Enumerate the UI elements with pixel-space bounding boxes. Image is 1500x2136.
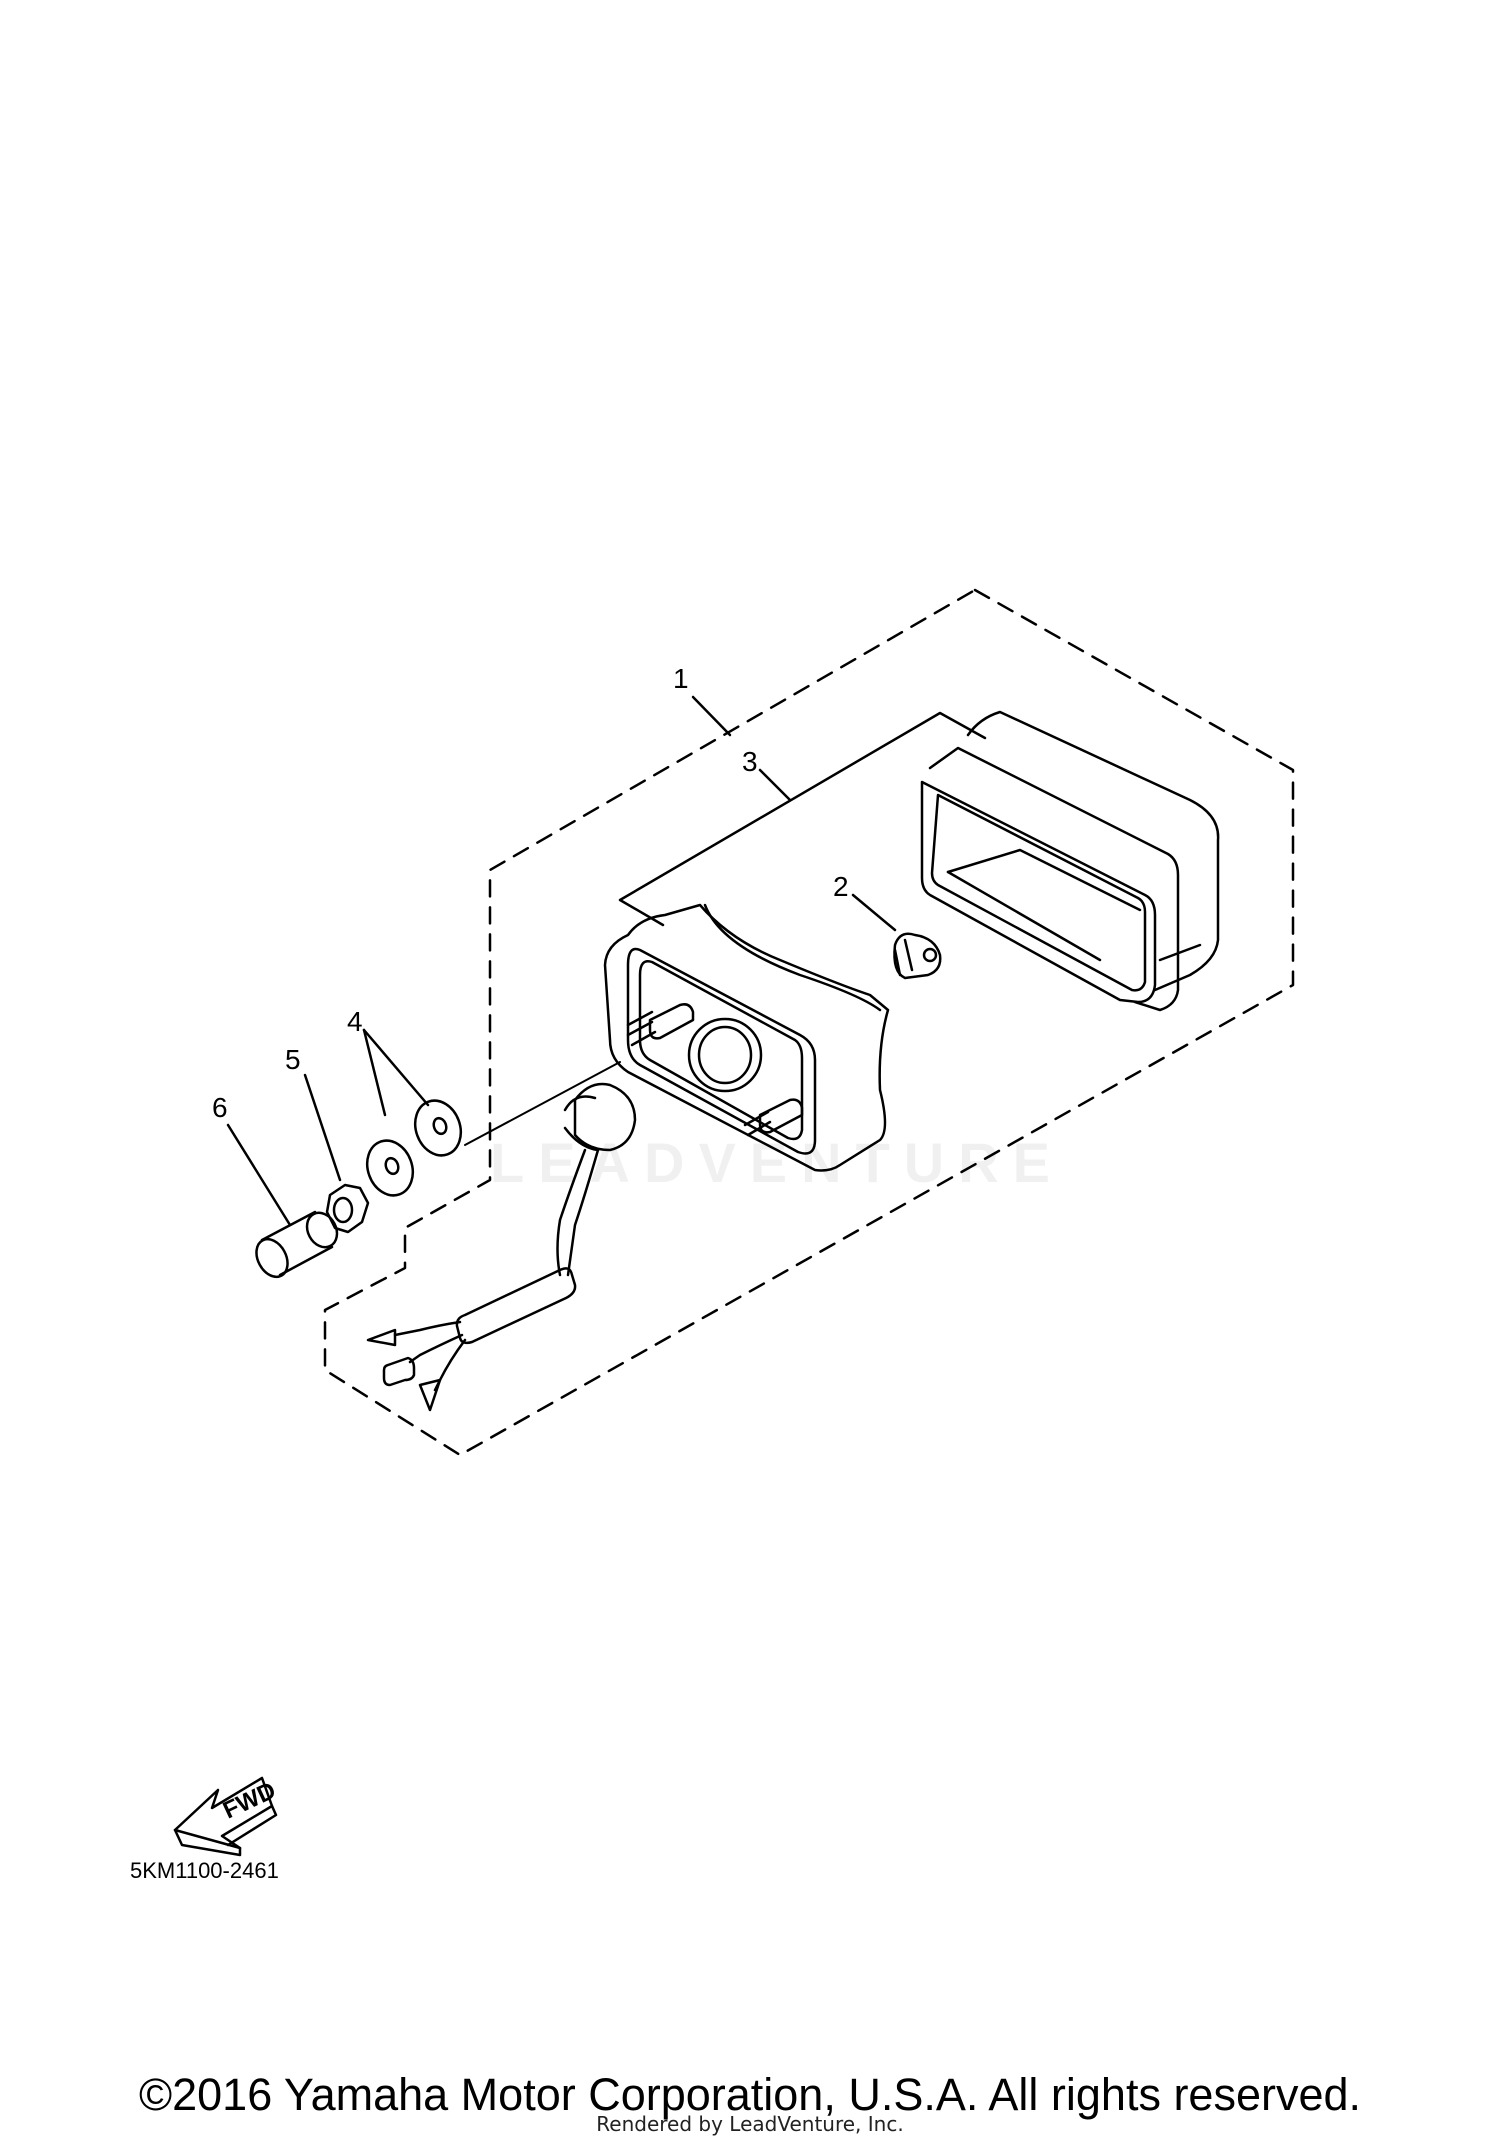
socket-harness [366,1082,637,1412]
rendered-by-notice: Rendered by LeadVenture, Inc. [596,2112,904,2136]
callout-2: 2 [833,871,849,902]
callout-6: 6 [212,1092,228,1123]
fwd-arrow-icon [173,1776,278,1857]
leader-4b [362,1028,430,1107]
mounting-axis [464,1061,621,1146]
washer-2 [365,1139,415,1197]
watermark: LEADVENTURE [490,1131,1065,1194]
tail-lens [920,710,1220,1012]
leader-1 [691,695,732,737]
nut [325,1183,370,1234]
leader-4a [362,1028,387,1117]
tail-housing [603,903,890,1172]
copyright-notice: ©2016 Yamaha Motor Corporation, U.S.A. A… [138,2069,1362,2120]
callout-5: 5 [285,1044,301,1075]
leader-2 [851,893,897,932]
callout-4: 4 [347,1006,363,1037]
diagram-code: 5KM1100-2461 [130,1858,279,1883]
leader-6 [226,1123,292,1227]
bulb [893,932,942,980]
callout-3: 3 [742,746,758,777]
callout-1: 1 [673,663,689,694]
washer-1 [413,1099,463,1157]
leader-3 [618,711,987,927]
spacer [255,1210,339,1279]
assembly-boundary [323,588,1295,1457]
leader-5 [303,1073,342,1182]
